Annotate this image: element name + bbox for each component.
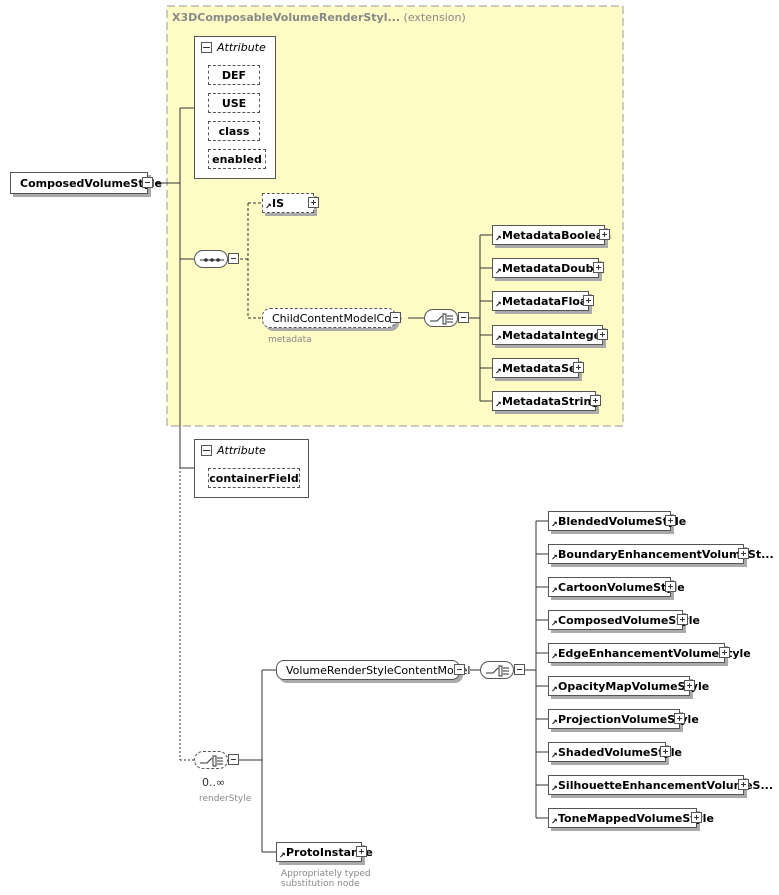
attribute-class[interactable]: class	[208, 121, 260, 141]
expand-icon[interactable]	[660, 746, 671, 757]
attribute-enabled[interactable]: enabled	[208, 149, 266, 169]
choice-icon	[486, 665, 509, 677]
reference-arrow-icon: ↗	[495, 300, 502, 309]
attribute-use[interactable]: USE	[208, 93, 260, 113]
attribute-containerfield[interactable]: containerField	[208, 468, 300, 488]
collapse-icon[interactable]	[228, 754, 239, 765]
expand-icon[interactable]	[573, 362, 584, 373]
element-silhouetteenhancementvolumestyle[interactable]: ↗SilhouetteEnhancementVolumeS...	[548, 775, 773, 795]
reference-arrow-icon: ↗	[495, 234, 502, 243]
group-childcontentmodelcore[interactable]: ChildContentModelCore	[262, 308, 402, 328]
expand-icon[interactable]	[590, 395, 601, 406]
expand-icon[interactable]	[665, 581, 676, 592]
element-projectionvolumestyle[interactable]: ↗ProjectionVolumeStyle	[548, 709, 699, 729]
reference-arrow-icon: ↗	[551, 619, 558, 628]
reference-arrow-icon: ↗	[551, 817, 558, 826]
group-caption-metadata: metadata	[268, 335, 312, 345]
element-metadatadouble[interactable]: ↗MetadataDouble	[492, 258, 605, 278]
element-edgeenhancementvolumestyle[interactable]: ↗EdgeEnhancementVolumeStyle	[548, 643, 751, 663]
choice-compositor-top[interactable]	[424, 309, 458, 327]
sequence-compositor[interactable]	[194, 250, 228, 268]
expand-icon[interactable]	[593, 262, 604, 273]
reference-arrow-icon: ↗	[551, 520, 558, 529]
element-metadatastring[interactable]: ↗MetadataString	[492, 391, 601, 411]
expand-icon[interactable]	[684, 680, 695, 691]
expand-icon[interactable]	[599, 229, 610, 240]
expand-icon[interactable]	[719, 647, 730, 658]
reference-arrow-icon: ↗	[551, 718, 558, 727]
reference-arrow-icon: ↗	[551, 751, 558, 760]
expand-icon[interactable]	[674, 713, 685, 724]
attribute-panel-title[interactable]: Attribute	[201, 444, 266, 457]
choice-icon	[430, 313, 453, 325]
collapse-icon[interactable]	[201, 445, 212, 456]
reference-arrow-icon: ↗	[551, 652, 558, 661]
expand-icon[interactable]	[356, 846, 367, 857]
collapse-icon[interactable]	[142, 177, 153, 188]
reference-arrow-icon: ↗	[495, 267, 502, 276]
proto-caption-line1: Appropriately typed	[281, 869, 371, 879]
extension-title: X3DComposableVolumeRenderStyl... (extens…	[172, 11, 466, 24]
group-volumerenderstylecontentmodel[interactable]: VolumeRenderStyleContentModel	[276, 660, 470, 680]
choice-compositor-renderstyle[interactable]	[194, 751, 228, 769]
expand-icon[interactable]	[691, 812, 702, 823]
expand-icon[interactable]	[665, 515, 676, 526]
expand-icon[interactable]	[738, 779, 749, 790]
reference-arrow-icon: ↗	[551, 685, 558, 694]
reference-arrow-icon: ↗	[551, 784, 558, 793]
element-tonemappedvolumestyle[interactable]: ↗ToneMappedVolumeStyle	[548, 808, 714, 828]
root-element-composedvolumestyle[interactable]: ComposedVolumeStyle	[10, 172, 162, 194]
collapse-icon[interactable]	[454, 664, 465, 675]
element-opacitymapvolumestyle[interactable]: ↗OpacityMapVolumeStyle	[548, 676, 709, 696]
element-is[interactable]: ↗ IS	[262, 193, 319, 213]
collapse-icon[interactable]	[390, 312, 401, 323]
collapse-icon[interactable]	[201, 42, 212, 53]
collapse-icon[interactable]	[458, 312, 469, 323]
sequence-icon	[200, 258, 224, 262]
choice-compositor-volume[interactable]	[480, 661, 514, 679]
proto-caption-line2: substitution node	[281, 879, 360, 889]
cardinality-label: 0..∞	[202, 776, 226, 789]
reference-arrow-icon: ↗	[495, 400, 502, 409]
choice-caption-renderstyle: renderStyle	[199, 794, 252, 804]
expand-icon[interactable]	[583, 295, 594, 306]
collapse-icon[interactable]	[514, 664, 525, 675]
expand-icon[interactable]	[677, 614, 688, 625]
element-metadataset[interactable]: ↗MetadataSet	[492, 358, 584, 378]
reference-arrow-icon: ↗	[265, 202, 272, 211]
element-metadatafloat[interactable]: ↗MetadataFloat	[492, 291, 594, 311]
element-composedvolumestyle[interactable]: ↗ComposedVolumeStyle	[548, 610, 700, 630]
element-cartoonvolumestyle[interactable]: ↗CartoonVolumeStyle	[548, 577, 685, 597]
attribute-panel-title[interactable]: Attribute	[201, 41, 266, 54]
reference-arrow-icon: ↗	[279, 851, 286, 860]
element-protoinstance[interactable]: ↗ ProtoInstance	[276, 842, 373, 862]
expand-icon[interactable]	[738, 548, 749, 559]
element-metadataboolean[interactable]: ↗MetadataBoolean	[492, 225, 611, 245]
root-element-label: ComposedVolumeStyle	[20, 176, 162, 190]
reference-arrow-icon: ↗	[495, 334, 502, 343]
collapse-icon[interactable]	[228, 253, 239, 264]
element-shadedvolumestyle[interactable]: ↗ShadedVolumeStyle	[548, 742, 682, 762]
element-blendedvolumestyle[interactable]: ↗BlendedVolumeStyle	[548, 511, 686, 531]
element-metadatainteger[interactable]: ↗MetadataInteger	[492, 325, 608, 345]
choice-icon	[200, 755, 223, 767]
element-boundaryenhancementvolumestyle[interactable]: ↗BoundaryEnhancementVolumeSt...	[548, 544, 774, 564]
attribute-def[interactable]: DEF	[208, 65, 260, 85]
expand-icon[interactable]	[597, 329, 608, 340]
reference-arrow-icon: ↗	[495, 367, 502, 376]
expand-icon[interactable]	[308, 197, 319, 208]
reference-arrow-icon: ↗	[551, 553, 558, 562]
reference-arrow-icon: ↗	[551, 586, 558, 595]
